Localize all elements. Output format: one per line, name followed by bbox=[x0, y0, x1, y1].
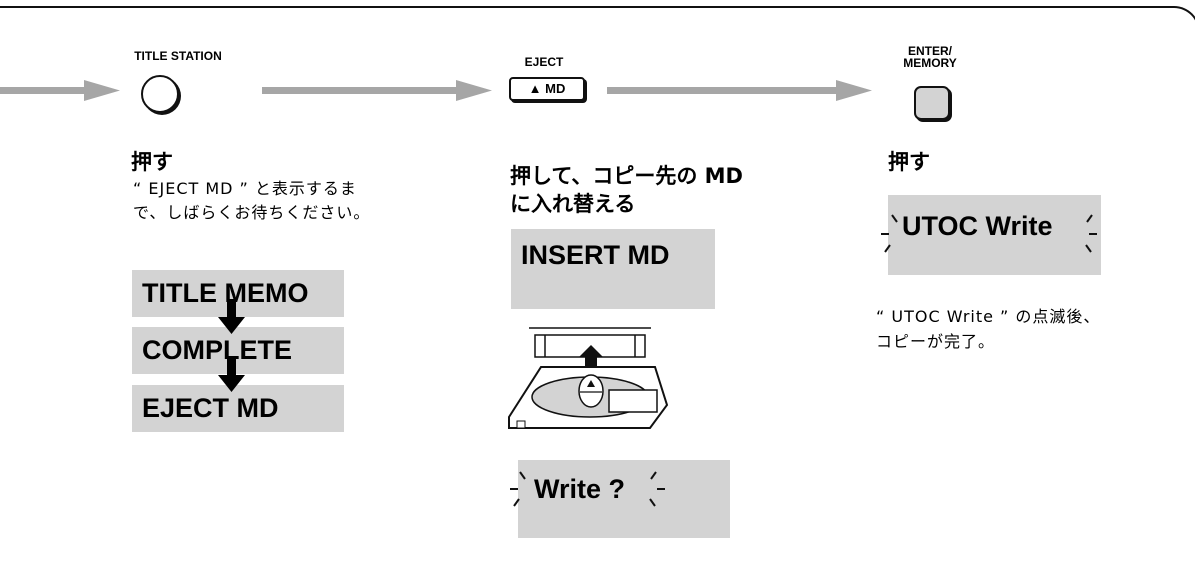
enter-memory-button[interactable] bbox=[914, 86, 950, 120]
lcd-write-question: Write ? bbox=[518, 460, 730, 538]
eject-icon: ▲ bbox=[528, 81, 542, 96]
lcd-insert-md: INSERT MD bbox=[511, 229, 715, 309]
step3-heading: 押す bbox=[888, 150, 930, 174]
down-arrow-icons bbox=[218, 299, 245, 392]
enter-memory-label-line1: ENTER/ bbox=[907, 44, 952, 58]
md-insert-illustration bbox=[508, 327, 669, 429]
arrow-right bbox=[607, 80, 872, 101]
lcd-text: Write ? bbox=[534, 474, 626, 504]
blink-marks-icon bbox=[881, 214, 1097, 253]
lcd-text: INSERT MD bbox=[521, 240, 670, 270]
md-disc-icon bbox=[508, 366, 669, 429]
title-station-button[interactable] bbox=[141, 75, 179, 113]
insert-direction-icon bbox=[579, 345, 603, 367]
step1-note-line2: で、しばらくお待ちください。 bbox=[133, 203, 371, 222]
step3-note-line2: コピーが完了。 bbox=[876, 332, 996, 351]
down-arrow-icon bbox=[218, 357, 245, 392]
step2-heading-line2: に入れ替える bbox=[510, 192, 636, 216]
lcd-title-memo: TITLE MEMO bbox=[132, 270, 344, 317]
step1-note-line1: “ EJECT MD ” と表示するま bbox=[133, 179, 357, 198]
lcd-utoc-write: UTOC Write bbox=[888, 195, 1101, 275]
step2-heading-line1: 押して、コピー先の MD bbox=[510, 164, 743, 188]
lcd-eject-md: EJECT MD bbox=[132, 385, 344, 432]
title-station-label: TITLE STATION bbox=[134, 49, 222, 63]
arrow-left bbox=[0, 80, 120, 101]
eject-label: EJECT bbox=[524, 55, 564, 69]
eject-md-button[interactable]: ▲ MD bbox=[509, 77, 585, 101]
lcd-text: COMPLETE bbox=[142, 335, 293, 365]
enter-memory-label-line2: MEMORY bbox=[903, 56, 957, 70]
lcd-text: TITLE MEMO bbox=[142, 278, 309, 308]
lcd-text: UTOC Write bbox=[902, 211, 1053, 241]
lcd-complete: COMPLETE bbox=[132, 327, 344, 374]
blink-marks-icon bbox=[510, 471, 665, 507]
arrow-middle bbox=[262, 80, 492, 101]
step1-heading: 押す bbox=[131, 150, 173, 174]
page-frame bbox=[0, 6, 1195, 566]
lcd-text: EJECT MD bbox=[142, 393, 279, 423]
eject-md-text: MD bbox=[541, 81, 566, 96]
down-arrow-icon bbox=[218, 299, 245, 334]
step3-note-line1: “ UTOC Write ” の点滅後、 bbox=[876, 307, 1101, 326]
